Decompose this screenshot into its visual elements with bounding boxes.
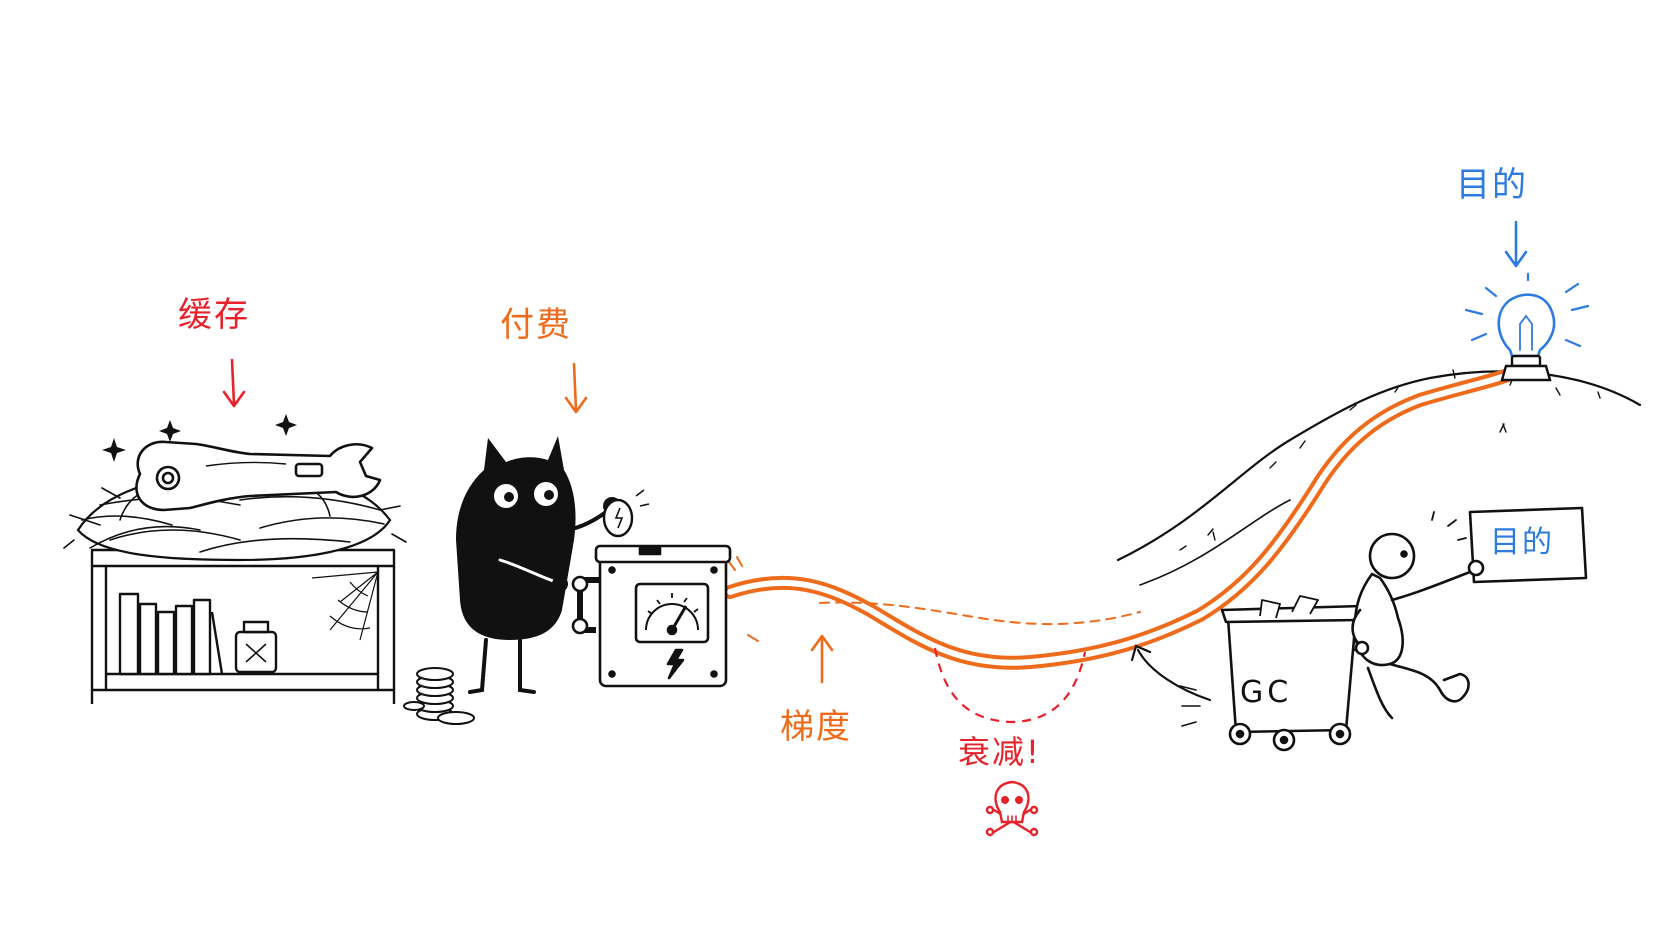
gradient-label: 梯度	[780, 707, 852, 747]
goal-label: 目的	[1456, 165, 1528, 205]
power-meter-icon	[571, 544, 732, 688]
coin-icon	[602, 489, 650, 538]
wrench-icon	[135, 440, 382, 512]
pay-arrow	[564, 362, 588, 414]
sparkle-icons	[102, 414, 297, 462]
running-figure-icon	[1351, 511, 1472, 720]
coin-stack-icon	[403, 667, 475, 725]
black-creature-icon	[456, 436, 621, 694]
gc-cart-icon	[1220, 595, 1373, 752]
skull-crossbones-icon	[985, 780, 1039, 837]
label-arrows	[222, 220, 1528, 684]
goal-arrow	[1504, 220, 1528, 268]
gradient-cable	[723, 361, 1532, 670]
bulb-socket	[1500, 354, 1552, 382]
decay-label: 衰减!	[958, 733, 1041, 771]
gradient-arrow	[810, 634, 834, 684]
lightbulb-icon	[1464, 272, 1590, 358]
push-arrow	[1130, 644, 1212, 702]
goal-sign-label: 目的	[1490, 525, 1554, 560]
pay-label: 付费	[500, 305, 572, 345]
speed-lines	[1179, 685, 1201, 727]
cache-label: 缓存	[178, 295, 250, 335]
gc-cart-label: GC	[1240, 675, 1293, 710]
cache-arrow	[222, 358, 246, 408]
decay-dip	[933, 647, 1087, 724]
bookshelf-icon	[90, 548, 396, 704]
goal-sign	[1467, 506, 1588, 584]
